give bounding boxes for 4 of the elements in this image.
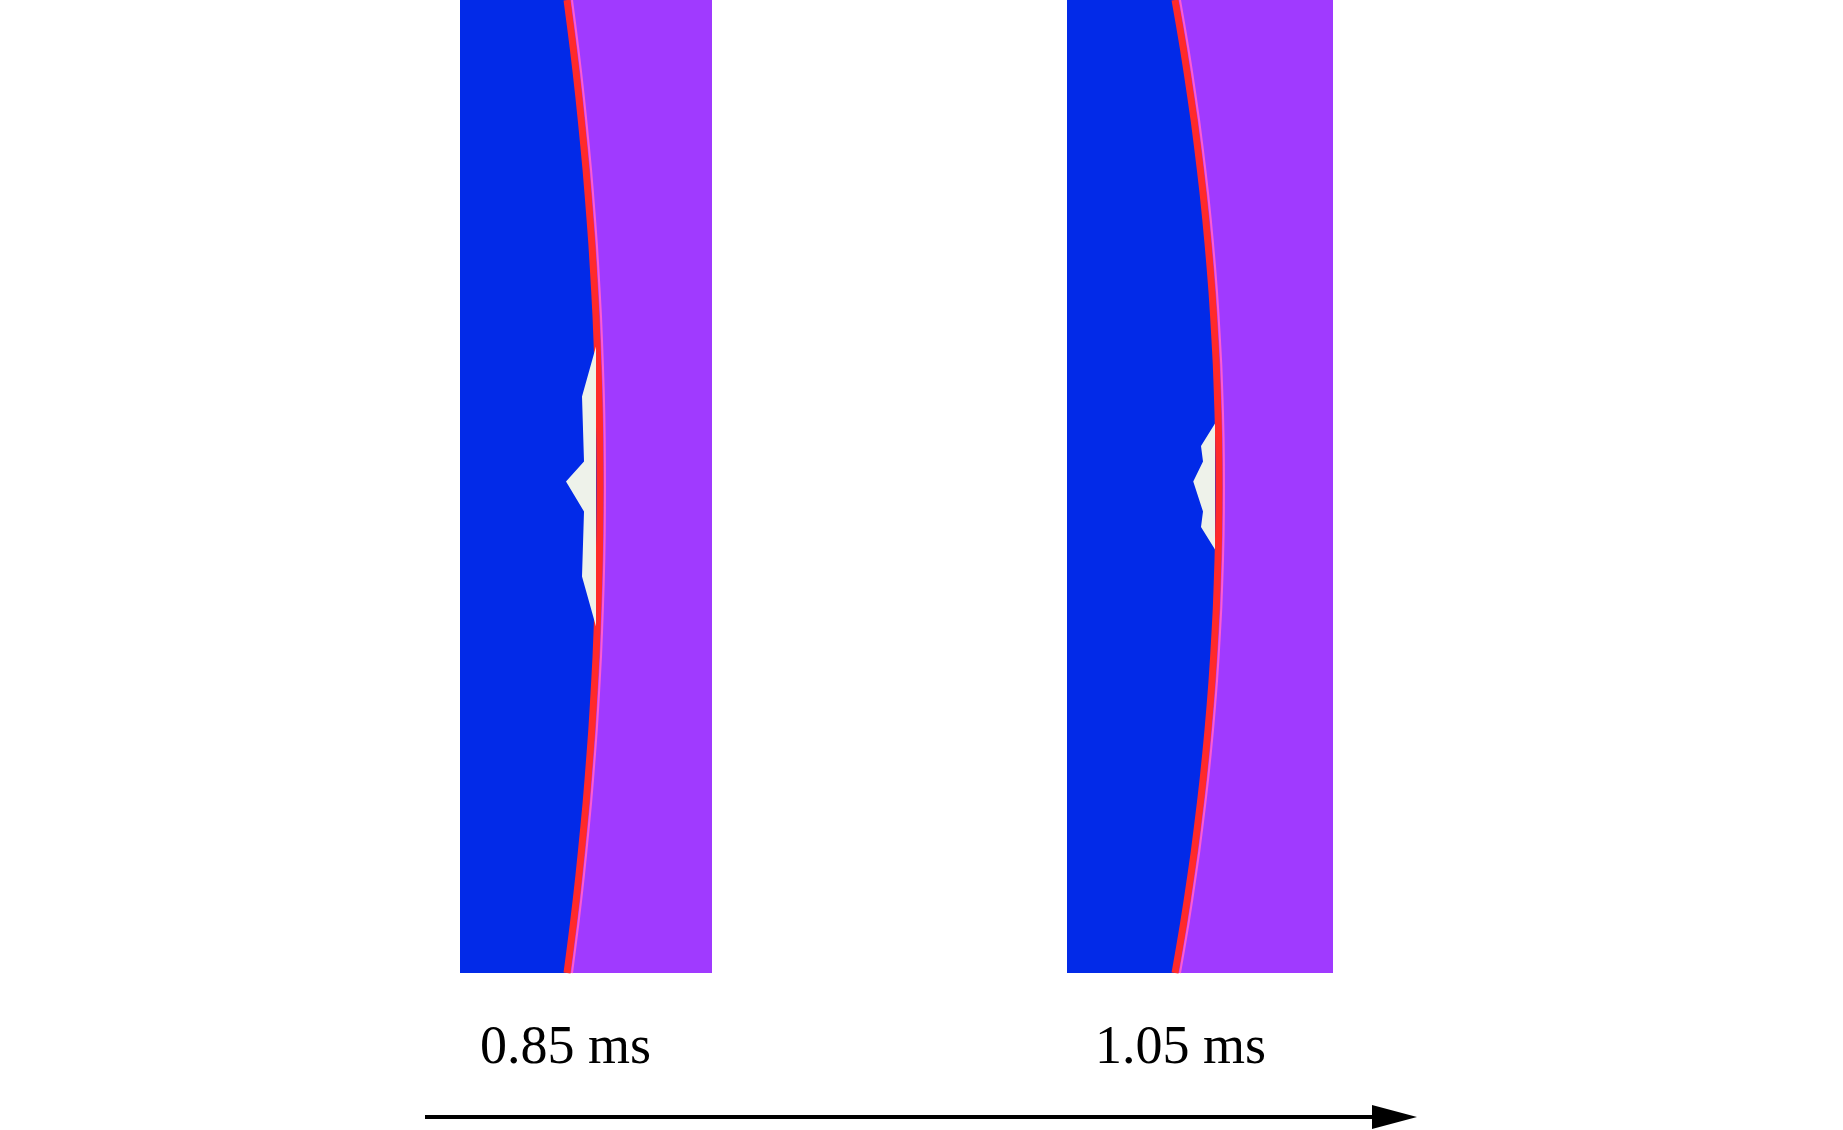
picture [1067,0,1333,974]
time-label: 1.05 ms [1095,1018,1267,1072]
picture [460,0,712,974]
time-label: 0.85 ms [480,1018,652,1072]
